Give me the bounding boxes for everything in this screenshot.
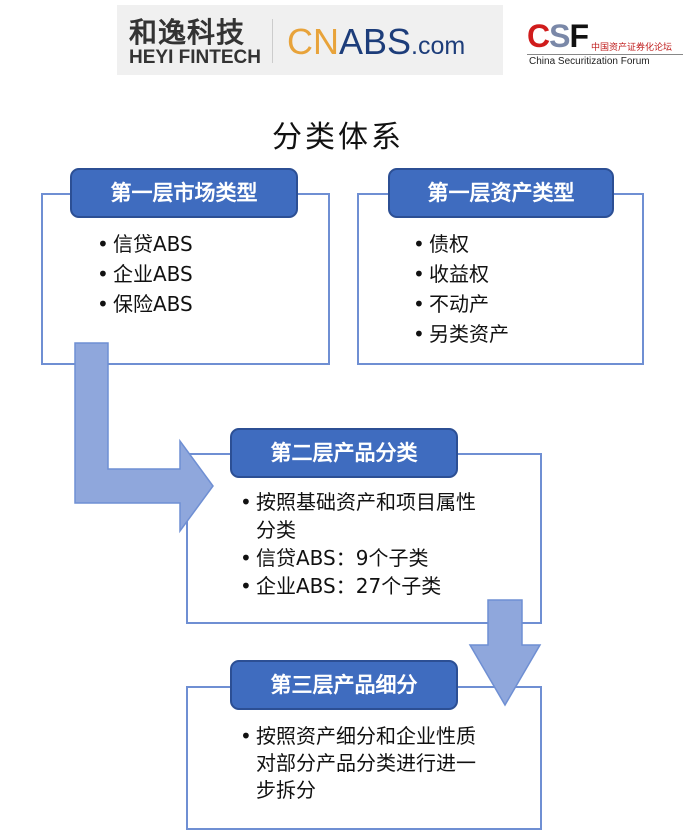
csf-en: China Securitization Forum [529,56,650,67]
csf-letters: CSF [527,18,589,55]
list-item: 收益权 [413,259,509,289]
product-subdivision-list: 按照资产细分和企业性质对部分产品分类进行进一步拆分 [240,723,480,804]
cnabs-logo: CNABS.com [287,21,465,63]
csf-underline [527,54,683,55]
list-item: 不动产 [413,289,509,319]
heyi-cnabs-logo: 和逸科技 HEYI FINTECH CNABS.com [117,5,503,75]
product-class-list: 按照基础资产和项目属性分类 信贷ABS：9个子类 企业ABS：27个子类 [240,488,480,600]
csf-c: C [527,18,550,54]
list-item: 企业ABS [97,259,193,289]
list-item: 信贷ABS：9个子类 [240,544,480,572]
csf-s: S [549,18,570,54]
heyi-logo-en: HEYI FINTECH [129,47,261,68]
down-arrow [468,599,542,707]
market-type-list: 信贷ABS 企业ABS 保险ABS [97,229,193,319]
bent-arrow [74,342,214,534]
product-class-header: 第二层产品分类 [230,428,458,478]
csf-cn: 中国资产证券化论坛 [591,43,673,53]
asset-type-list: 债权 收益权 不动产 另类资产 [413,229,509,349]
cnabs-abs: ABS [339,21,412,62]
logo-divider [272,19,273,63]
list-item: 保险ABS [97,289,193,319]
heyi-logo-cn: 和逸科技 [129,16,246,49]
list-item: 按照资产细分和企业性质对部分产品分类进行进一步拆分 [240,723,480,804]
asset-type-header: 第一层资产类型 [388,168,614,218]
list-item: 债权 [413,229,509,259]
page-title: 分类体系 [272,120,404,155]
list-item: 信贷ABS [97,229,193,259]
cnabs-cn: CN [287,21,339,62]
product-subdivision-header: 第三层产品细分 [230,660,458,710]
market-type-header: 第一层市场类型 [70,168,298,218]
list-item: 企业ABS：27个子类 [240,572,480,600]
list-item: 另类资产 [413,319,509,349]
list-item: 按照基础资产和项目属性分类 [240,488,480,544]
csf-f: F [569,18,589,54]
csf-logo: CSF 中国资产证券化论坛 China Securitization Forum [527,18,687,73]
cnabs-com: .com [411,32,466,60]
